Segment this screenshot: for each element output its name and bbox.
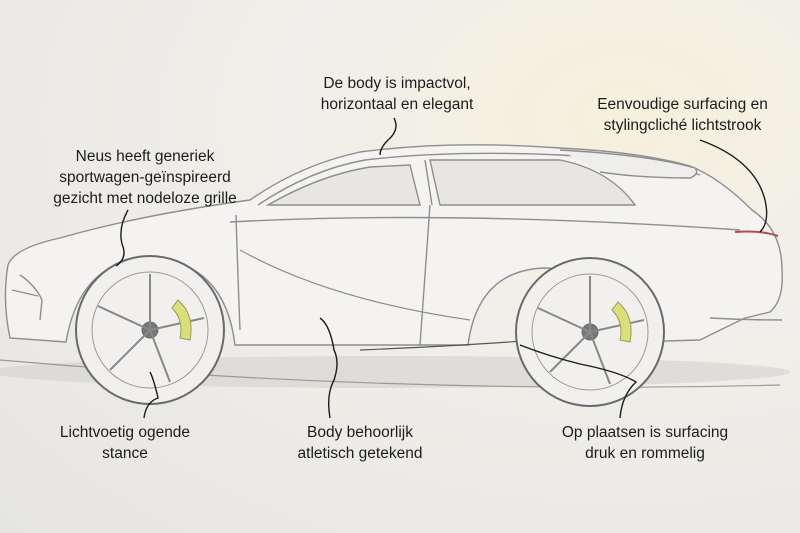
- leader-nose: [115, 209, 129, 267]
- rear-wheel: [515, 257, 665, 407]
- leader-body: [319, 317, 338, 419]
- front-wheel: [75, 255, 225, 405]
- annotation-nose: Neus heeft generiek sportwagen-geïnspire…: [20, 146, 270, 209]
- annotation-stance: Lichtvoetig ogende stance: [20, 422, 230, 464]
- annotation-line: De body is impactvol,: [323, 75, 471, 92]
- annotation-line: druk en rommelig: [585, 445, 705, 462]
- leader-lines: [115, 117, 768, 419]
- leader-stance: [143, 371, 159, 419]
- annotation-line: Body behoorlijk: [307, 424, 413, 441]
- annotation-busy-surfacing: Op plaatsen is surfacing druk en rommeli…: [520, 422, 770, 464]
- annotation-body-athletic: Body behoorlijk atletisch getekend: [250, 422, 470, 464]
- annotation-rear-surfacing: Eenvoudige surfacing en stylingcliché li…: [560, 94, 800, 136]
- car-body: [4, 144, 783, 351]
- annotation-line: Eenvoudige surfacing en: [597, 96, 768, 113]
- annotation-line: stylingcliché lichtstrook: [603, 117, 762, 134]
- leader-rear: [699, 139, 768, 233]
- annotation-line: Lichtvoetig ogende: [59, 424, 191, 441]
- annotation-line: Op plaatsen is surfacing: [561, 424, 729, 441]
- annotation-line: Neus heeft generiek: [75, 148, 215, 165]
- annotation-line: gezicht met nodeloze grille: [53, 190, 237, 207]
- annotation-line: stance: [102, 445, 148, 462]
- annotation-line: atletisch getekend: [297, 445, 423, 462]
- leader-surface: [519, 344, 638, 419]
- annotation-line: horizontaal en elegant: [320, 96, 474, 113]
- leader-top: [379, 117, 397, 156]
- annotation-body-impact: De body is impactvol, horizontaal en ele…: [272, 73, 522, 115]
- annotation-line: sportwagen-geïnspireerd: [59, 169, 231, 186]
